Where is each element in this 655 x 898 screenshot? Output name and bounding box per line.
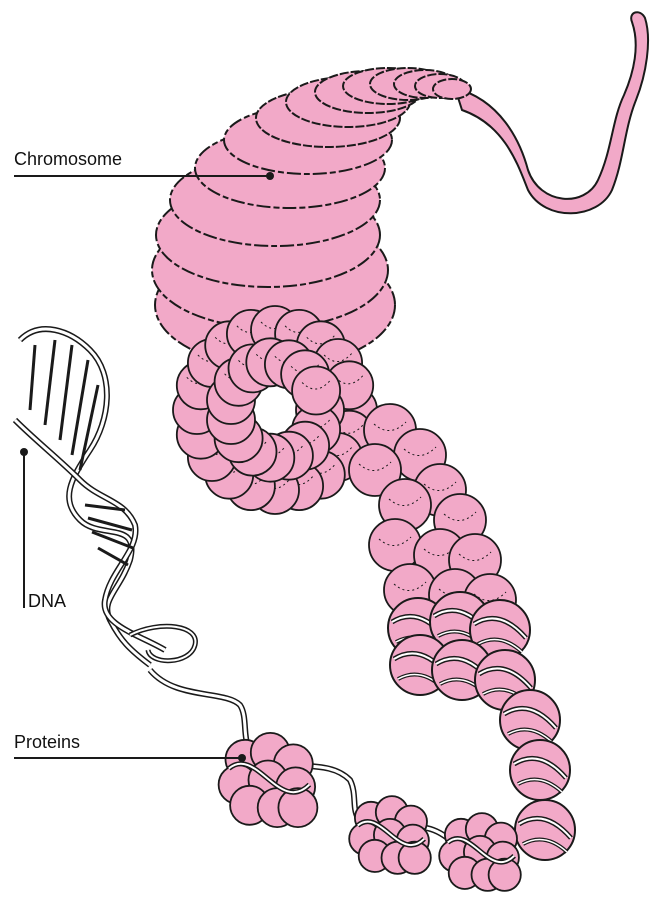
proteins-label: Proteins xyxy=(14,733,80,751)
chromatin-bead xyxy=(292,367,340,415)
dna-double-helix xyxy=(15,329,195,665)
dna-leader-dot xyxy=(20,448,28,456)
chromosome-label: Chromosome xyxy=(14,150,122,168)
dna-label: DNA xyxy=(28,592,66,610)
chromosome-leader-dot xyxy=(266,172,274,180)
coil-disc xyxy=(433,79,471,99)
chromatin-bead xyxy=(369,519,421,571)
protein-clusters xyxy=(219,733,521,891)
chromatin-fiber xyxy=(349,404,516,626)
chromosome-tail-strand xyxy=(455,12,648,213)
proteins-leader-dot xyxy=(238,754,246,762)
